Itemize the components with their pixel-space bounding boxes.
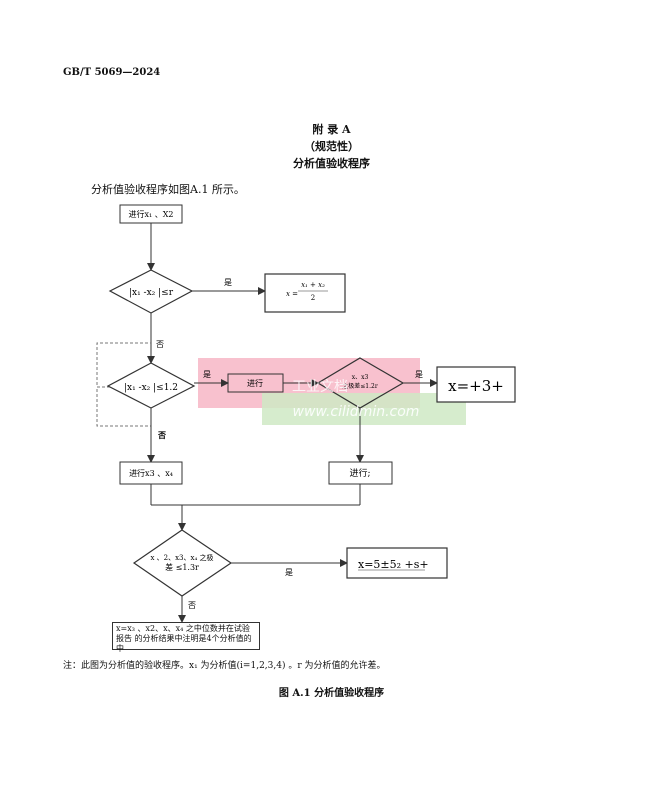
proceed-box-2-label: 进行; (349, 467, 370, 479)
result-box-1 (264, 273, 346, 313)
proceed-box-label: 进行 (247, 378, 263, 388)
yes-label-2: 是 (203, 370, 211, 379)
step-x3-x4-label: 进行x3 、x₄ (129, 468, 173, 478)
result-1-numerator: x₁ + x₂ (301, 281, 325, 289)
decision-4-line-1: x 、2、x3、x₄ 之极 (150, 553, 213, 562)
standard-code: GB/T 5069—2024 (63, 67, 161, 78)
result-2-label: x=+3+ (448, 377, 504, 395)
watermark-band-green (262, 393, 466, 425)
decision-1-label: |x₁ -x₂ |≤r (129, 288, 174, 298)
appendix-title: 附 录 A (312, 123, 351, 136)
appendix-name: 分析值验收程序 (293, 157, 370, 170)
figure-caption: 图 A.1 分析值验收程序 (278, 688, 385, 699)
watermark-text-1: 工业文档 (292, 379, 348, 395)
intro-text: 分析值验收程序如图A.1 所示。 (91, 183, 245, 196)
yes-label-1: 是 (224, 278, 232, 287)
result-3-label: x=5±5₂ +s+ (358, 558, 429, 571)
decision-3-line-2: 之极差≤1.2r (342, 382, 378, 390)
decision-4-line-2: 差 ≤1.3r (165, 562, 199, 572)
decision-2-label: |x₁ -x₂ |≤1.2 (124, 383, 178, 393)
result-box-2 (436, 366, 516, 403)
no-label-1: 否 (156, 340, 164, 349)
result-1-denominator: 2 (311, 294, 315, 302)
no-label-2: 否 (157, 430, 166, 440)
decision-3-line-1: x、x3 (352, 374, 369, 381)
appendix-type: （规范性） (304, 140, 359, 153)
final-box: x=x₃ 、x2、x、x₄ 之中位数并在试验报告 的分析结果中注明是4个分析值的… (112, 622, 260, 653)
result-box-3 (346, 547, 448, 579)
yes-label-4: 是 (285, 568, 293, 577)
result-1-lhs: x = (286, 290, 298, 298)
start-box-label: 进行x₁ 、X2 (128, 209, 173, 219)
no-label-3: 否 (188, 601, 196, 610)
yes-label-3: 是 (415, 370, 423, 379)
final-box-label: x=x₃ 、x2、x、x₄ 之中位数并在试验报告 的分析结果中注明是4个分析值的… (116, 624, 252, 653)
watermark-text-2: www.cilidmin.com (293, 404, 420, 420)
figure-note: 注：此图为分析值的验收程序。x₁ 为分析值(i=1,2,3,4) 。r 为分析值… (63, 661, 386, 671)
